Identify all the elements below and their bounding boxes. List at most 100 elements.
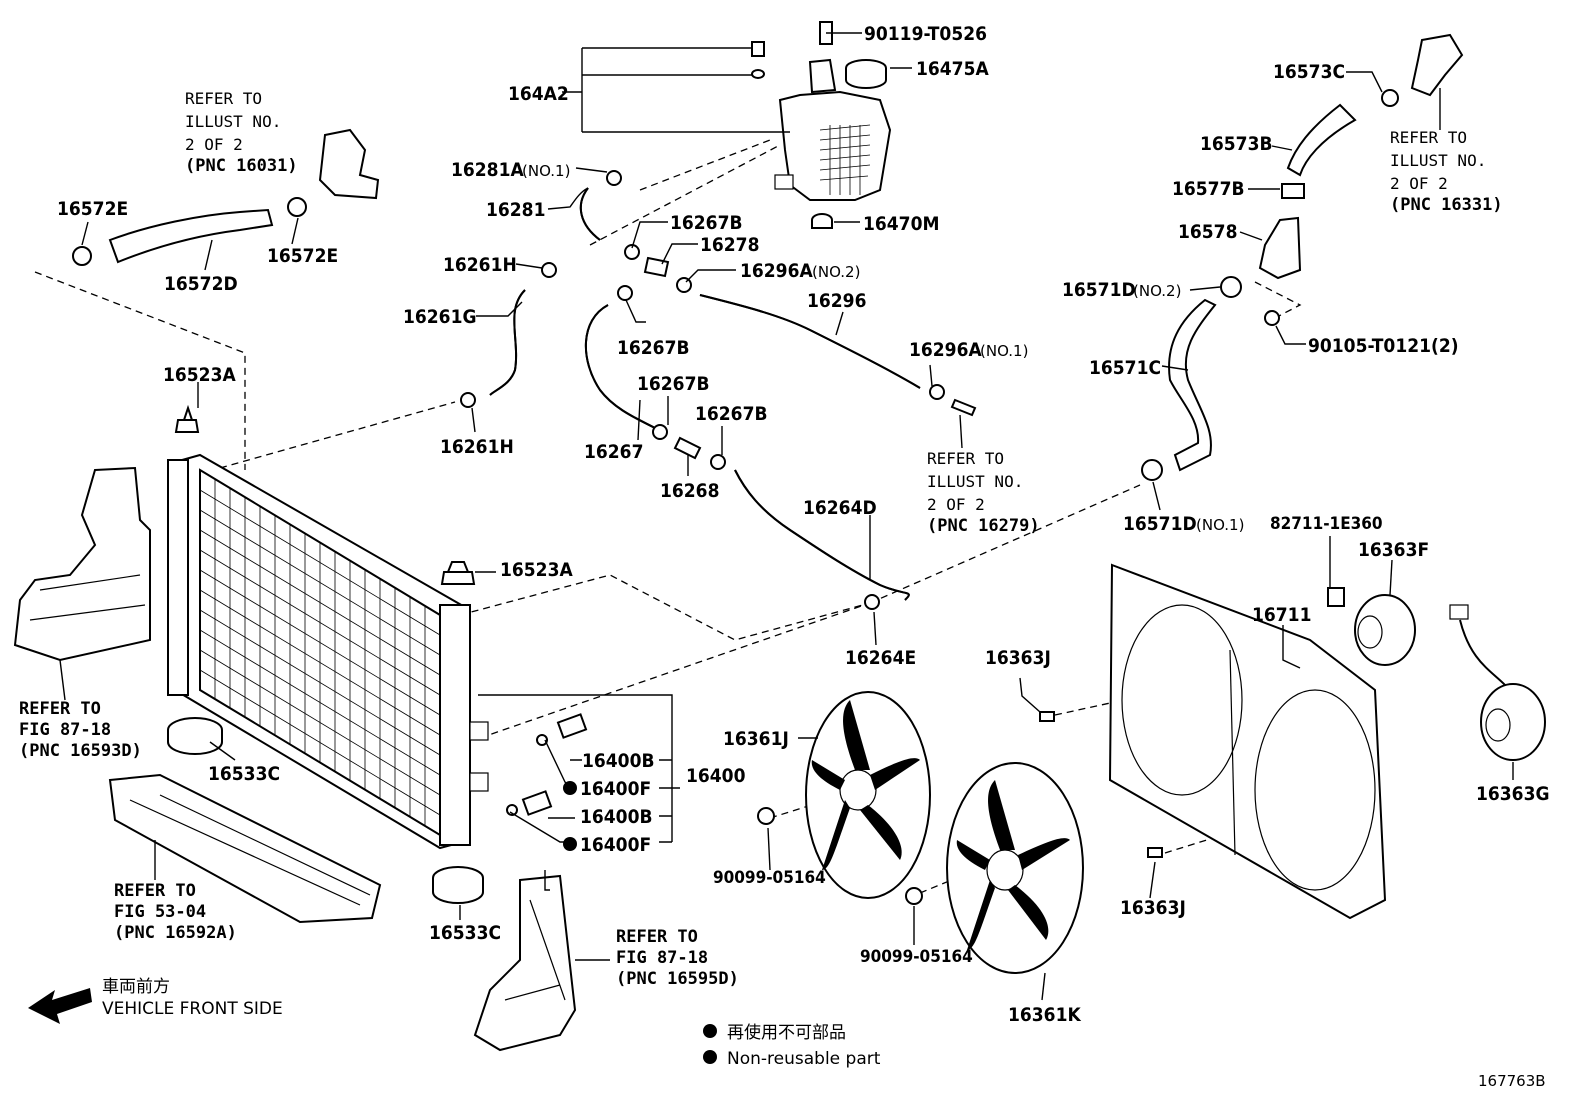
fan-shapes [805,691,1084,974]
svg-text:2 OF 2: 2 OF 2 [927,495,985,514]
label-16523A-2: 16523A [500,559,573,581]
label-16571C: 16571C [1089,357,1161,379]
label-90099-1: 90099-05164 [713,868,826,888]
figure-id: 167763B [1478,1072,1546,1090]
label-16573C: 16573C [1273,61,1345,83]
label-16296A-2: 16296A [740,260,813,282]
non-reusable-dot-2 [563,837,577,851]
label-16572E-1: 16572E [57,198,128,220]
label-90099-2: 90099-05164 [860,947,973,967]
note-ref-16592A: REFER TO FIG 53-04 (PNC 16592A) [114,881,237,943]
legend-front-jp: 車両前方 [102,977,170,997]
note-ref-16593D: REFER TO FIG 87-18 (PNC 16593D) [19,699,142,761]
part-number-labels: 90119-T0526 16475A 164A2 16281A (NO.1) 1… [57,23,1550,1026]
label-16533C-1: 16533C [208,763,280,785]
label-82711: 82711-1E360 [1270,514,1383,534]
cushion-shapes [167,717,484,904]
svg-text:REFER TO: REFER TO [927,449,1004,468]
label-16571D-2: 16571D [1062,279,1136,301]
label-16400B-1: 16400B [582,750,655,772]
label-16268: 16268 [660,480,719,502]
label-16361K: 16361K [1008,1004,1081,1026]
svg-text:2 OF 2: 2 OF 2 [1390,174,1448,193]
svg-text:(PNC 16593D): (PNC 16593D) [19,741,142,761]
label-16573B: 16573B [1200,133,1273,155]
note-ref-16595D: REFER TO FIG 87-18 (PNC 16595D) [616,927,739,989]
label-16281A: 16281A [451,159,524,181]
label-90119: 90119-T0526 [864,23,987,45]
label-16523A-1: 16523A [163,364,236,386]
label-16267B-2: 16267B [617,337,690,359]
label-16267: 16267 [584,441,643,463]
svg-text:(PNC 16331): (PNC 16331) [1390,195,1503,215]
reference-notes: REFER TO ILLUST NO. 2 OF 2 (PNC 16031) R… [19,89,1503,989]
label-16261G: 16261G [403,306,477,328]
label-16264D: 16264D [803,497,877,519]
note-ref-16031: REFER TO ILLUST NO. 2 OF 2 (PNC 16031) [185,89,298,176]
label-16711: 16711 [1252,604,1311,626]
label-16571D-2-sub: (NO.2) [1133,282,1181,300]
svg-text:2 OF 2: 2 OF 2 [185,135,243,154]
svg-text:FIG 87-18: FIG 87-18 [19,720,111,740]
label-16577B: 16577B [1172,178,1245,200]
label-16571D-1-sub: (NO.1) [1196,516,1244,534]
svg-text:REFER TO: REFER TO [1390,128,1467,147]
hose-shapes [108,103,1357,601]
svg-text:FIG 87-18: FIG 87-18 [616,948,708,968]
label-16470M: 16470M [863,213,939,235]
note-ref-16279: REFER TO ILLUST NO. 2 OF 2 (PNC 16279) [927,449,1040,536]
legend-nonreuse-en: Non-reusable part [727,1049,881,1069]
radiator-shape [167,453,489,850]
label-16261H-2: 16261H [440,436,514,458]
fan-motor-shapes [1354,594,1546,761]
label-16571D-1: 16571D [1123,513,1197,535]
fan-shroud-shape [1108,563,1387,920]
legend-dot-2 [703,1050,717,1064]
label-16267B-1: 16267B [670,212,743,234]
note-ref-16331: REFER TO ILLUST NO. 2 OF 2 (PNC 16331) [1390,128,1503,215]
label-16296A-1: 16296A [909,339,982,361]
legend-nonreuse-jp: 再使用不可部品 [727,1022,846,1043]
svg-text:(PNC 16592A): (PNC 16592A) [114,923,237,943]
label-16363G: 16363G [1476,783,1550,805]
label-16572D: 16572D [164,273,238,295]
svg-text:REFER TO: REFER TO [114,881,196,901]
label-16400B-2: 16400B [580,806,653,828]
label-16533C-2: 16533C [429,922,501,944]
label-16363J-2: 16363J [1120,897,1186,919]
label-16296A-1-sub: (NO.1) [980,342,1028,360]
label-16361J: 16361J [723,728,789,750]
vehicle-front-arrow-icon [28,988,92,1024]
label-16363J-1: 16363J [985,647,1051,669]
label-16475A: 16475A [916,58,989,80]
svg-text:ILLUST NO.: ILLUST NO. [185,112,281,131]
legend-dot-1 [703,1024,717,1038]
radiator-support-shapes [174,404,476,585]
label-90105: 90105-T0121(2) [1308,335,1459,357]
label-16400F-2: 16400F [580,834,651,856]
legend-front-en: VEHICLE FRONT SIDE [102,999,283,1019]
label-16363F: 16363F [1358,539,1429,561]
svg-text:REFER TO: REFER TO [185,89,262,108]
label-16267B-3: 16267B [637,373,710,395]
label-164A2: 164A2 [508,83,569,105]
label-16281A-sub: (NO.1) [522,162,570,180]
label-16572E-2: 16572E [267,245,338,267]
label-16261H-1: 16261H [443,254,517,276]
svg-text:REFER TO: REFER TO [19,699,101,719]
label-16264E: 16264E [845,647,916,669]
label-16400F-1: 16400F [580,778,651,800]
air-guide-shapes [13,466,577,1052]
label-16278: 16278 [700,234,759,256]
label-16578: 16578 [1178,221,1237,243]
svg-text:ILLUST NO.: ILLUST NO. [927,472,1023,491]
label-16296A-2-sub: (NO.2) [812,263,860,281]
reservoir-tank-shape [751,21,892,229]
svg-text:(PNC 16031): (PNC 16031) [185,156,298,176]
label-16267B-4: 16267B [695,403,768,425]
label-16281: 16281 [486,199,545,221]
fitting-shapes [72,33,1464,905]
svg-text:ILLUST NO.: ILLUST NO. [1390,151,1486,170]
svg-text:FIG 53-04: FIG 53-04 [114,902,206,922]
